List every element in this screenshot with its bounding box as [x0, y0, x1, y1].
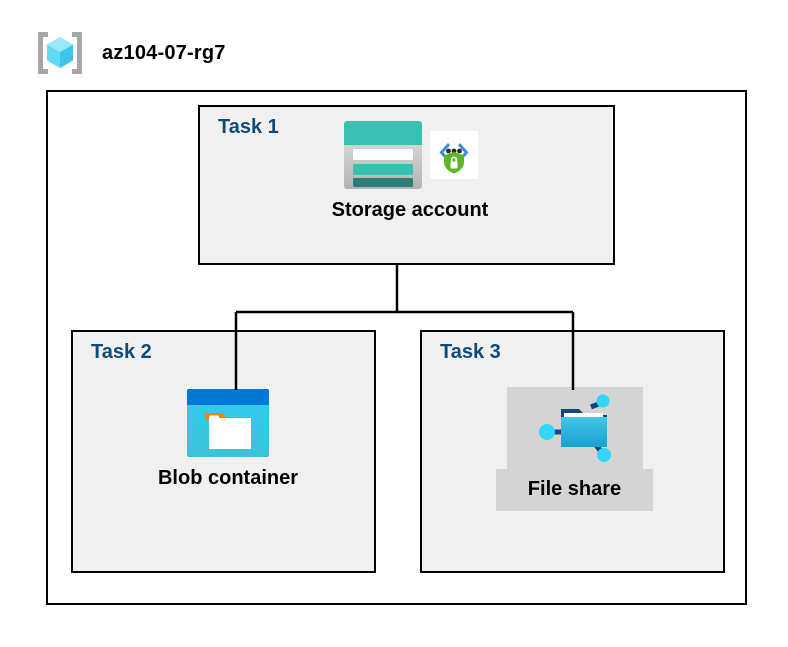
file-share-icon — [533, 391, 617, 467]
storage-account-icon — [342, 119, 424, 191]
task-2-icon-group — [185, 387, 271, 459]
file-share-label: File share — [495, 469, 654, 511]
storage-account-label: Storage account — [331, 199, 489, 221]
task-1-box: Task 1 — [198, 105, 615, 265]
task-1-icon-group — [342, 119, 478, 191]
blob-container-node: Blob container — [128, 387, 328, 490]
task-3-box: Task 3 — [420, 330, 725, 573]
task-2-label: Task 2 — [91, 341, 152, 363]
task-2-box: Task 2 — [71, 330, 376, 573]
resource-group-header: az104-07-rg7 — [32, 28, 226, 78]
task-1-label: Task 1 — [218, 116, 279, 138]
blob-container-icon — [185, 387, 271, 459]
blob-container-label: Blob container — [157, 467, 298, 489]
file-share-node: File share — [472, 387, 677, 511]
resource-group-title: az104-07-rg7 — [102, 41, 226, 64]
secure-endpoint-shield-icon — [430, 131, 478, 179]
resource-group-icon — [32, 28, 88, 78]
storage-account-node: Storage account — [300, 119, 520, 222]
task-3-label: Task 3 — [440, 341, 501, 363]
task-3-icon-group — [506, 387, 643, 469]
